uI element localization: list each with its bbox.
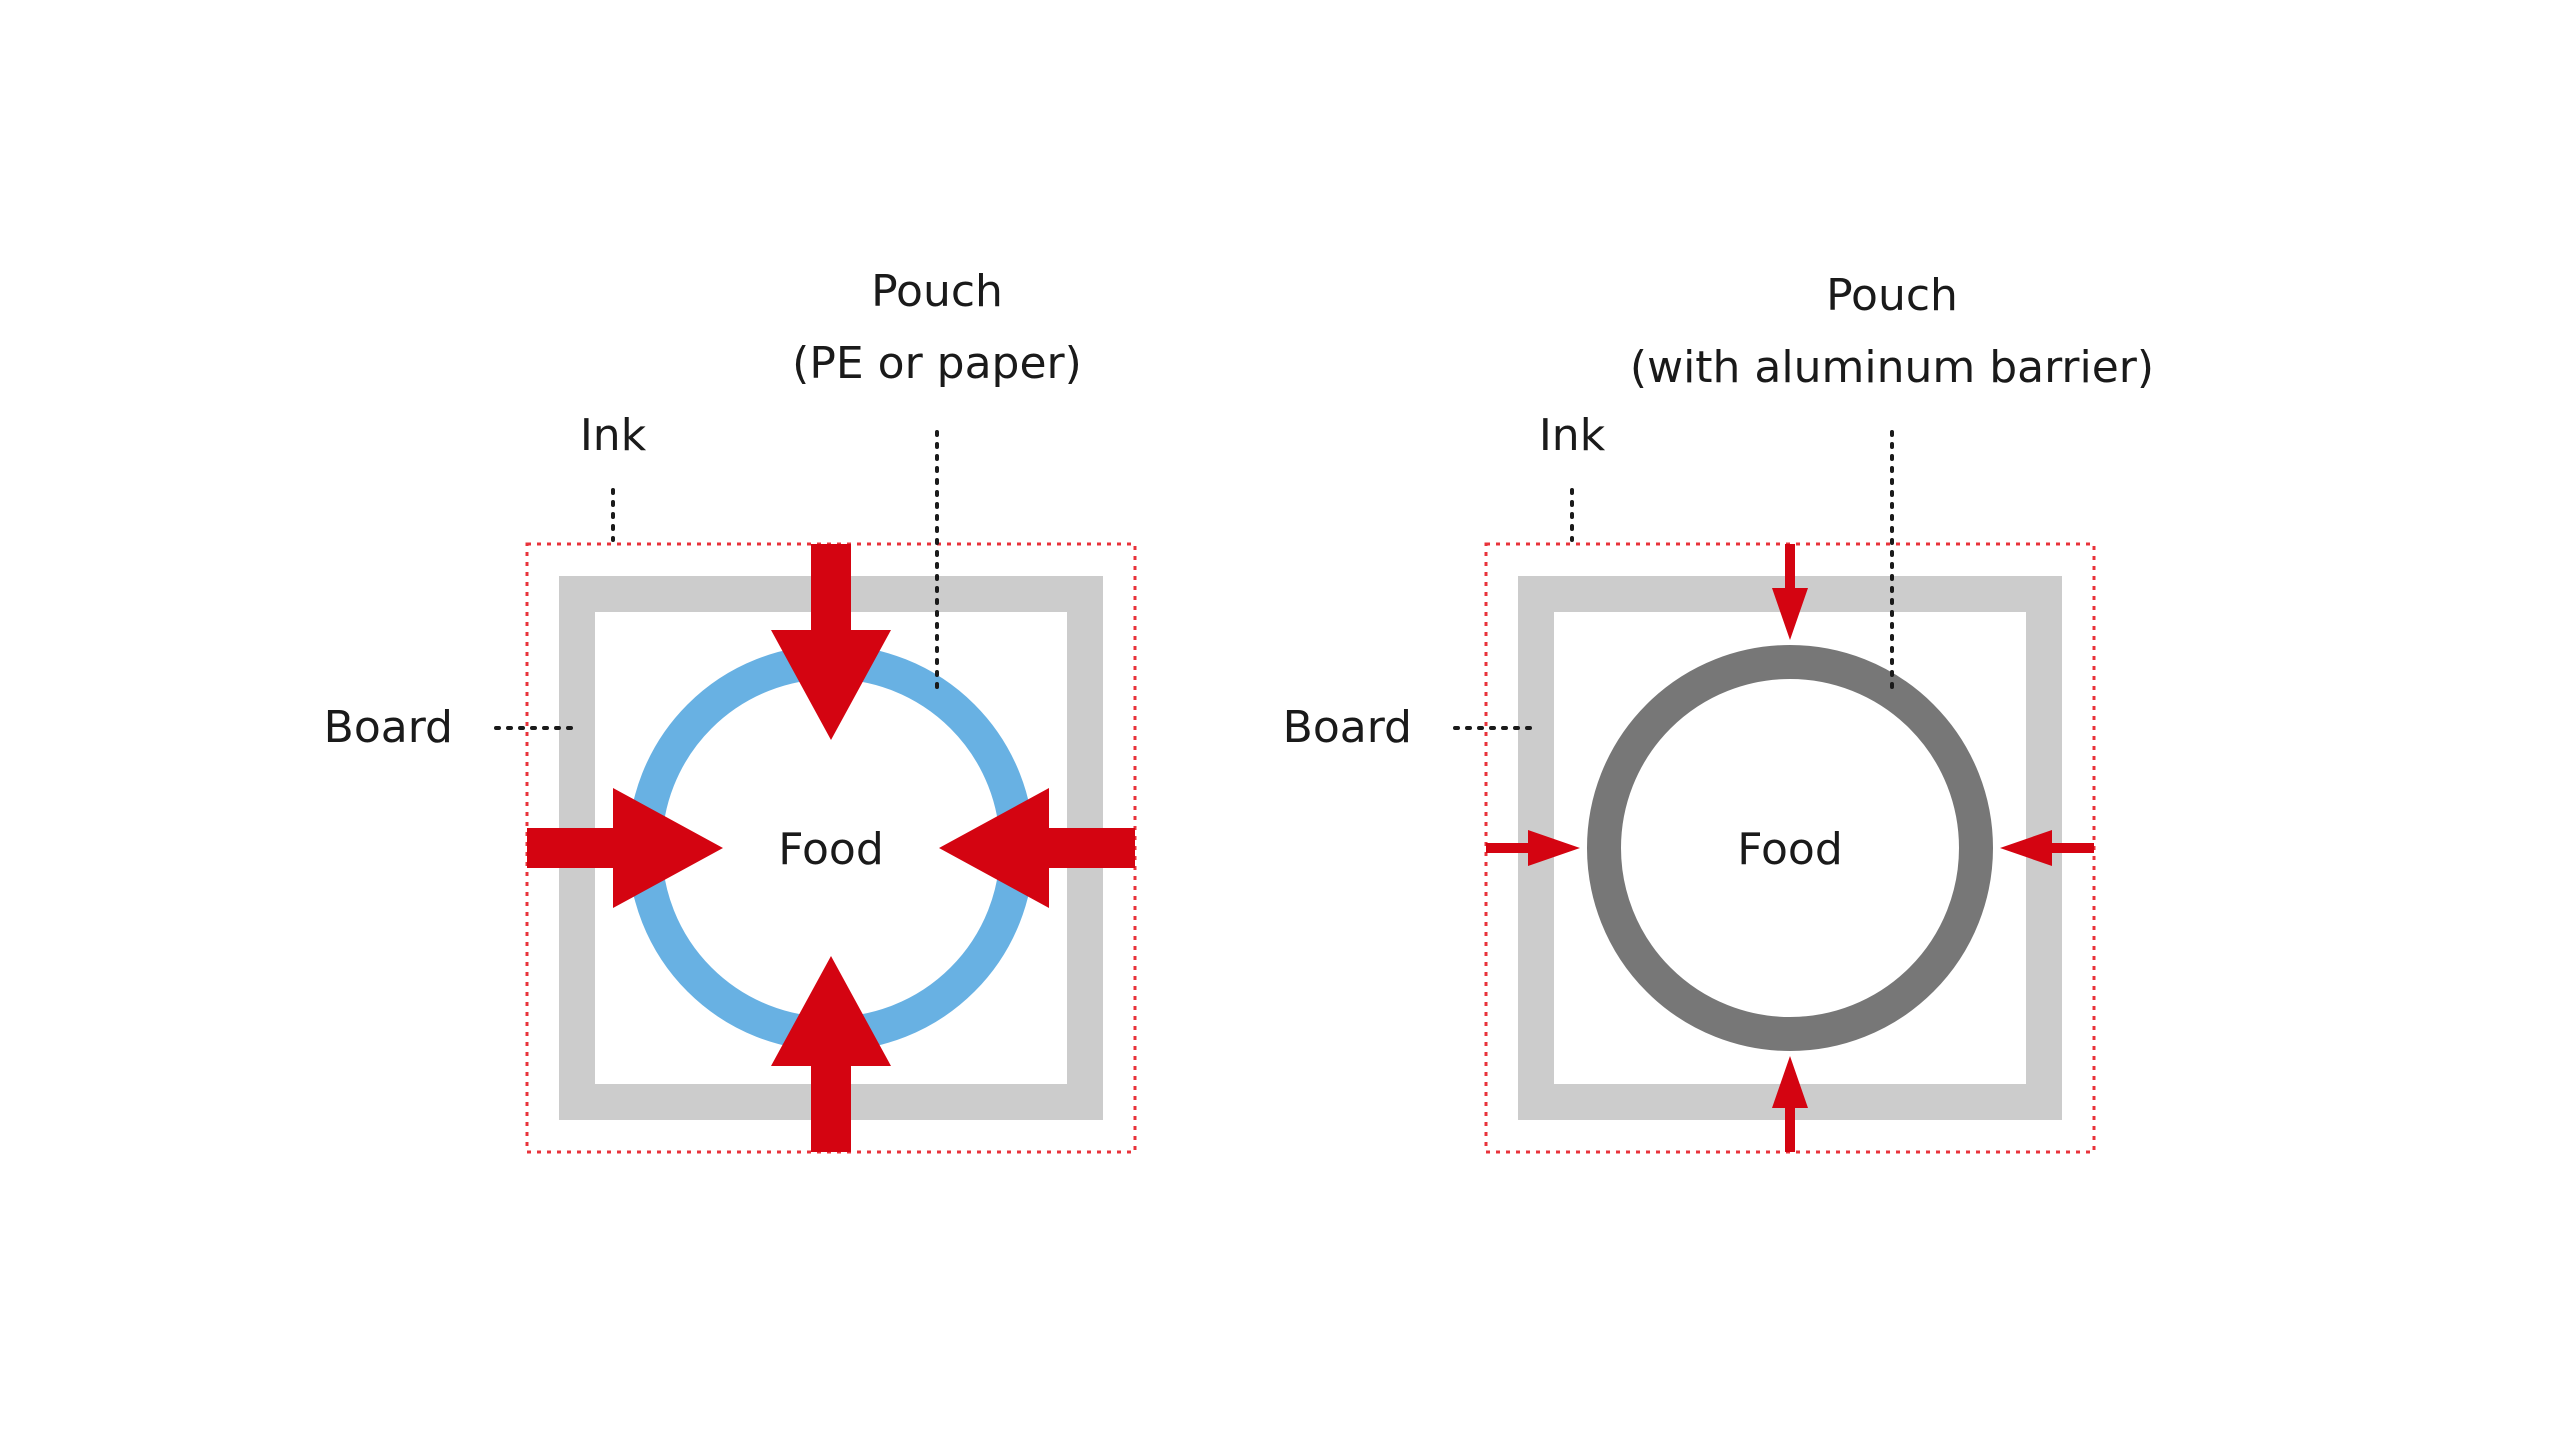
left-arrow-left xyxy=(527,788,723,908)
right-pouch-label-line1: Pouch xyxy=(1826,270,1958,321)
left-arrow-right xyxy=(939,788,1135,908)
right-ink-label: Ink xyxy=(1539,410,1606,461)
right-arrow-right xyxy=(2000,830,2094,866)
left-pouch-label-line1: Pouch xyxy=(871,266,1003,317)
right-arrow-bottom xyxy=(1772,1056,1808,1152)
right-panel: Pouch (with aluminum barrier) Ink Board … xyxy=(1283,270,2154,1154)
left-arrow-top xyxy=(771,544,891,740)
right-pouch-circle xyxy=(1587,645,1993,1051)
left-panel: Pouch (PE or paper) Ink Board Food xyxy=(324,266,1137,1154)
right-board-label: Board xyxy=(1283,702,1412,753)
right-pouch-label-line2: (with aluminum barrier) xyxy=(1630,342,2154,393)
left-arrow-bottom xyxy=(771,956,891,1152)
left-food-label: Food xyxy=(778,824,884,875)
left-ink-label: Ink xyxy=(580,410,647,461)
right-arrow-top xyxy=(1772,544,1808,640)
right-food-label: Food xyxy=(1737,824,1843,875)
left-board-label: Board xyxy=(324,702,453,753)
right-arrow-left xyxy=(1486,830,1580,866)
left-pouch-label-line2: (PE or paper) xyxy=(792,338,1082,389)
